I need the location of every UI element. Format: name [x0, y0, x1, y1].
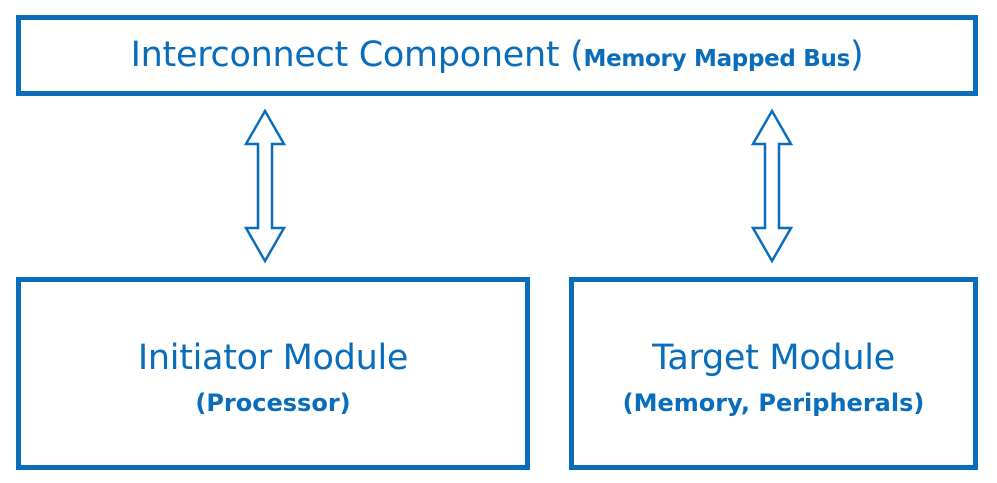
- target-title: Target Module: [652, 338, 895, 378]
- initiator-module-box: Initiator Module (Processor): [16, 277, 530, 470]
- target-subtitle: (Memory, Peripherals): [622, 389, 925, 417]
- initiator-title: Initiator Module: [137, 338, 409, 378]
- interconnect-close-paren: ): [849, 35, 864, 75]
- interconnect-component-box: Interconnect Component (Memory Mapped Bu…: [16, 15, 978, 96]
- interconnect-detail: Memory Mapped Bus: [583, 46, 850, 72]
- double-arrow-icon-right: [750, 108, 794, 264]
- interconnect-title-line: Interconnect Component (Memory Mapped Bu…: [131, 38, 864, 73]
- target-module-box: Target Module (Memory, Peripherals): [569, 277, 978, 470]
- interconnect-title: Interconnect Component: [130, 35, 560, 75]
- double-arrow-icon-left: [243, 108, 287, 264]
- interconnect-open-paren: (: [570, 35, 584, 75]
- initiator-subtitle: (Processor): [195, 389, 351, 417]
